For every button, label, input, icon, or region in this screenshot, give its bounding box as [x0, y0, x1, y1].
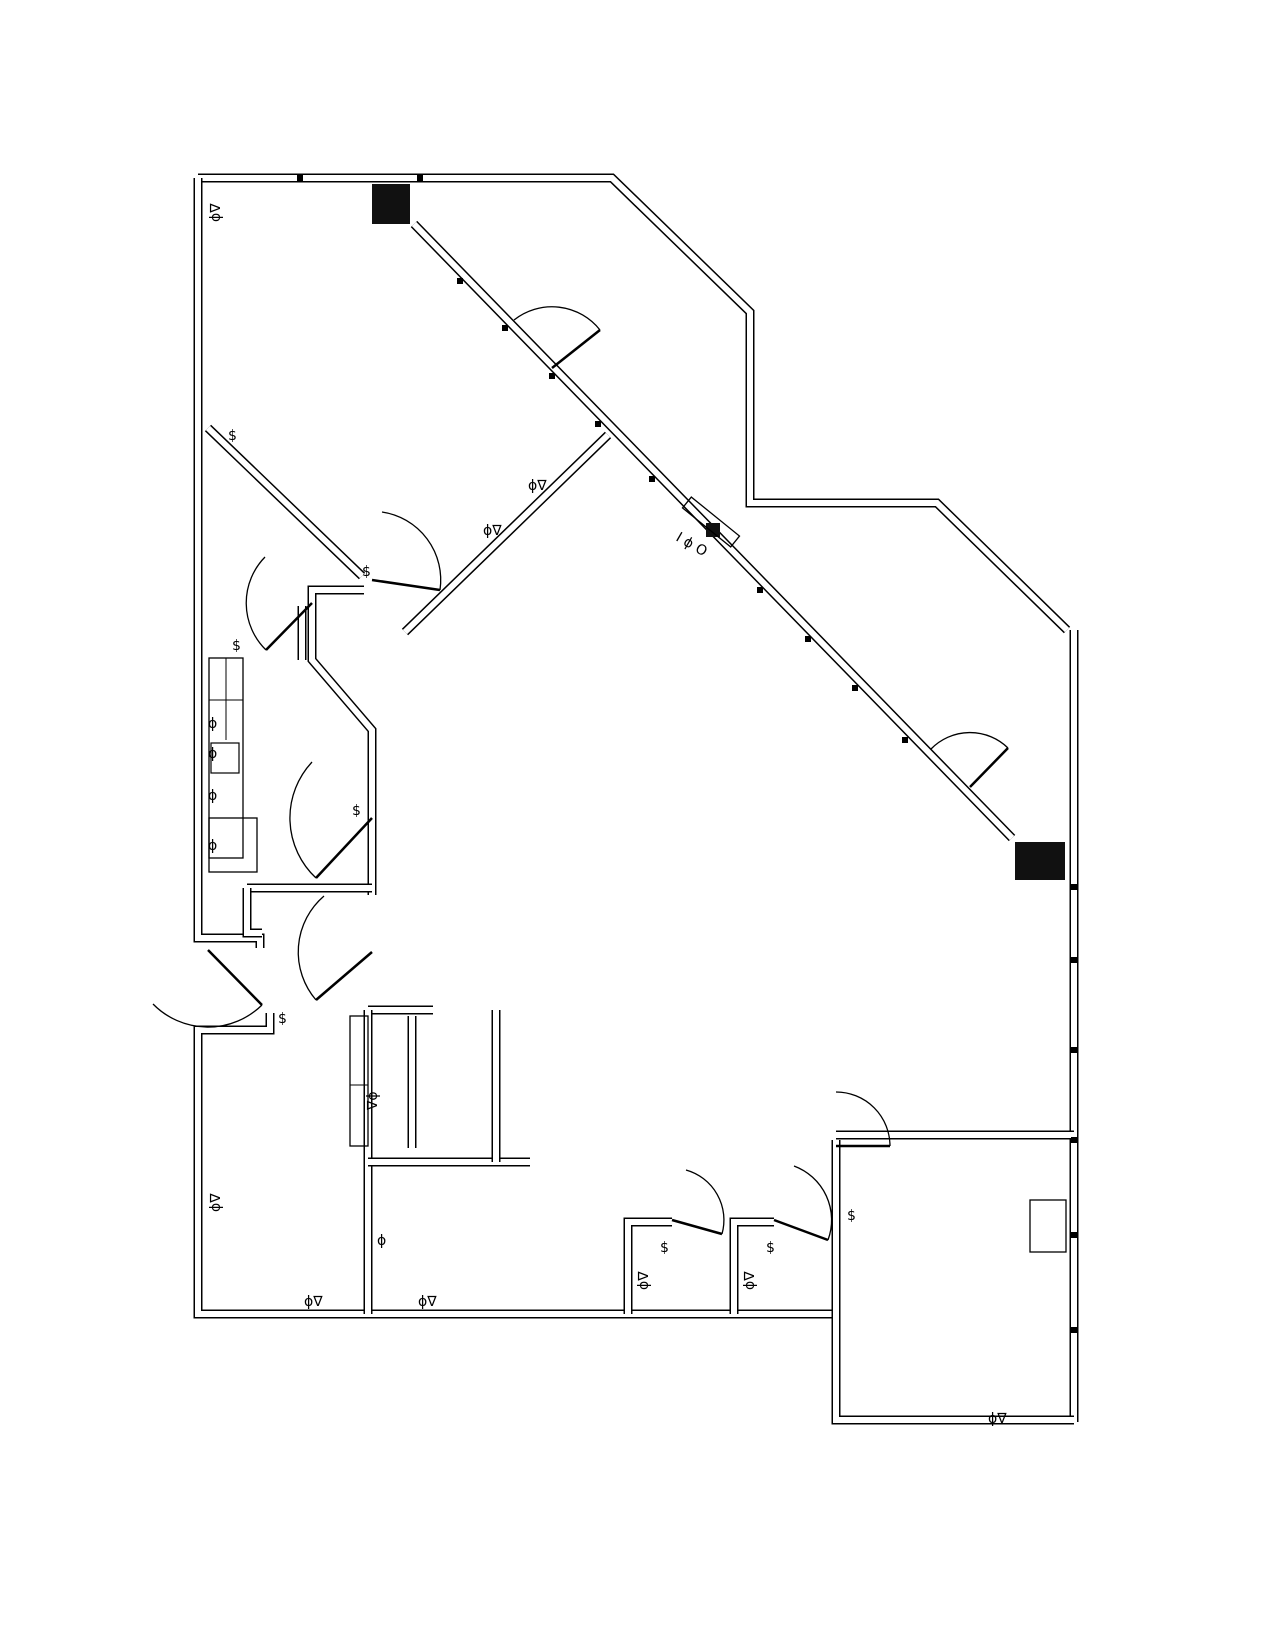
outlet-phone-symbol: ϕ∇ — [208, 203, 224, 222]
door-swing-arc — [930, 731, 1009, 750]
door-swing-arc — [793, 1165, 833, 1241]
window-mullion — [595, 421, 601, 427]
refrigerator — [208, 817, 258, 873]
outlet-phone-symbol: ϕ∇ — [208, 1193, 224, 1212]
wall-segment — [193, 178, 265, 948]
wall-segment — [195, 1013, 840, 1317]
panel-symbol: I ϕ O — [673, 530, 710, 561]
door-swing-arc — [152, 1003, 263, 1028]
door-swing-arc — [245, 556, 267, 651]
desk — [1029, 1199, 1067, 1253]
window-mullion — [457, 278, 463, 284]
outlet-phone-symbol: ϕ∇ — [528, 478, 547, 494]
window-mullion — [852, 685, 858, 691]
door-swing-arc — [835, 1091, 891, 1147]
wall-segment — [309, 587, 375, 895]
electrical-panel — [681, 496, 741, 548]
outlet-phone-symbol: ϕ∇ — [418, 1294, 437, 1310]
phone-outlet-symbol: ∇ϕ — [365, 1091, 381, 1111]
outlet-symbol: ϕ — [208, 716, 217, 732]
door-leaf — [315, 817, 373, 879]
window-mullion — [1071, 1047, 1077, 1053]
window-mullion — [297, 175, 303, 181]
walls — [193, 173, 1079, 1425]
switch-symbol: $ — [766, 1240, 775, 1256]
fixtures — [208, 184, 1067, 1253]
outlet-phone-symbol: ϕ∇ — [742, 1271, 758, 1290]
window-mullion — [757, 587, 763, 593]
switch-symbol: $ — [362, 564, 371, 580]
outlet-symbol: ϕ — [208, 788, 217, 804]
window-mullion — [417, 175, 423, 181]
door-swing-arc — [381, 511, 442, 591]
door-leaf — [551, 329, 601, 369]
outlet-phone-symbol: ϕ∇ — [304, 1294, 323, 1310]
wall-segment — [205, 425, 365, 579]
window-mullion — [805, 636, 811, 642]
window-mullion — [502, 325, 508, 331]
structural-column-se — [1015, 842, 1065, 880]
electrical-symbols: ϕ∇ $ $ ϕ∇ ϕ∇ I ϕ O $ ϕ ϕ ϕ ϕ $ $ ∇ϕ ϕ∇ ϕ… — [208, 203, 1007, 1427]
outlet-phone-symbol: ϕ∇ — [988, 1411, 1007, 1427]
switch-symbol: $ — [352, 803, 361, 819]
door-leaf — [969, 747, 1009, 788]
switch-symbol: $ — [228, 428, 237, 444]
outlet-symbol: ϕ — [208, 746, 217, 762]
window-mullion — [549, 373, 555, 379]
wall-segment — [198, 173, 1071, 634]
window-mullion — [1071, 1327, 1077, 1333]
window-mullion — [1071, 1232, 1077, 1238]
door-leaf — [315, 951, 373, 1001]
door-leaf — [207, 949, 263, 1006]
door-leaf — [371, 578, 441, 592]
switch-symbol: $ — [847, 1208, 856, 1224]
structural-column-nw — [372, 184, 410, 224]
switch-symbol: $ — [278, 1011, 287, 1027]
cabinet — [349, 1015, 369, 1147]
switch-symbol: $ — [660, 1240, 669, 1256]
outlet-phone-symbol: ϕ∇ — [483, 523, 502, 539]
wall-segment — [402, 432, 611, 635]
door-swing-arc — [685, 1169, 725, 1235]
wall-segment — [623, 1217, 672, 1314]
window-mullion — [1071, 957, 1077, 963]
doors — [152, 306, 1009, 1242]
window-mullion — [1071, 1137, 1077, 1143]
wall-segment — [833, 1140, 1074, 1423]
door-leaf — [265, 602, 313, 651]
wall-segment — [198, 175, 1070, 633]
outlet-symbol: ϕ — [208, 838, 217, 854]
switch-symbol: $ — [232, 638, 241, 654]
window-mullion — [902, 737, 908, 743]
wall-segment — [831, 1140, 1074, 1425]
window-mullion — [1071, 884, 1077, 890]
wall-segment — [195, 178, 263, 948]
wall-segment — [729, 1217, 774, 1314]
wall-segment — [244, 888, 262, 936]
structural-column-mid — [706, 523, 720, 537]
wall-segment — [731, 1219, 774, 1314]
window-mullion — [649, 476, 655, 482]
door-swing-arc — [289, 761, 317, 879]
outlet-symbol: ϕ — [377, 1233, 386, 1249]
door-leaf — [671, 1218, 723, 1236]
wall-segment — [625, 1219, 672, 1314]
kitchen-sink — [210, 742, 240, 774]
door-leaf — [773, 1218, 829, 1242]
outlet-phone-symbol: ϕ∇ — [636, 1271, 652, 1290]
door-swing-arc — [297, 895, 325, 1001]
door-swing-arc — [513, 306, 601, 331]
